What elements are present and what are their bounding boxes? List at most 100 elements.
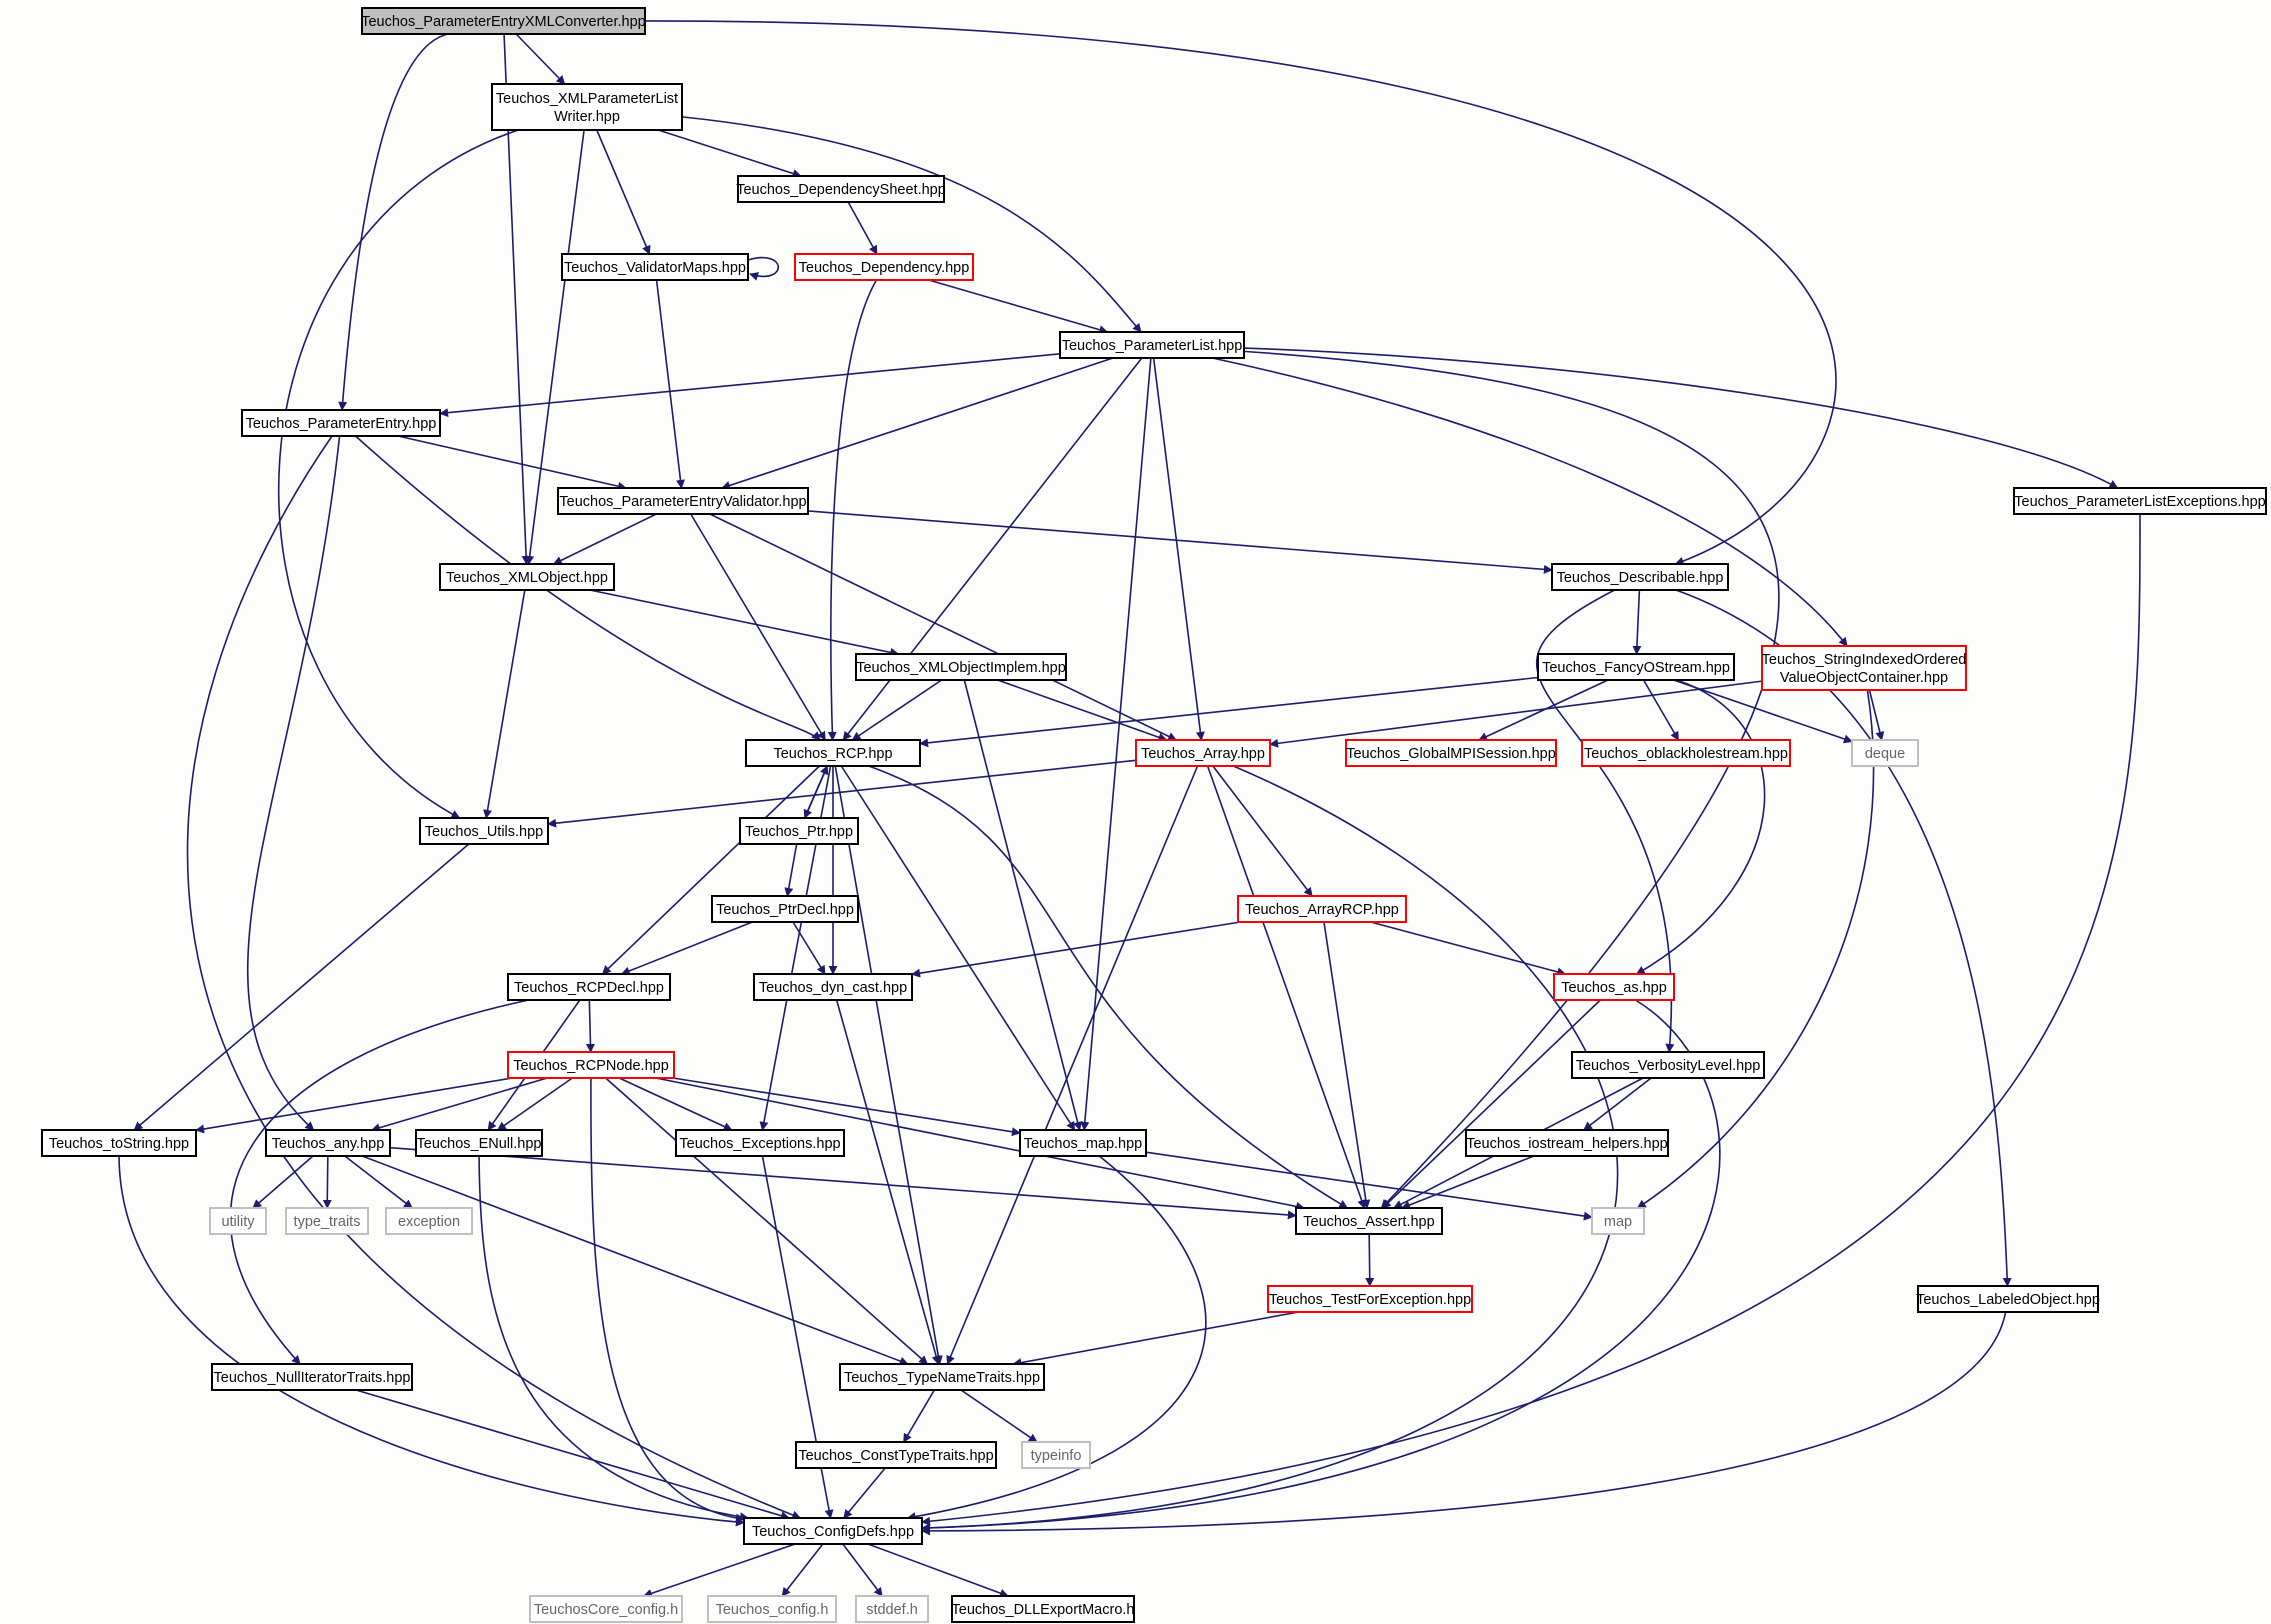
node-box [265, 1129, 391, 1157]
node-label: Teuchos_ValidatorMaps.hpp [564, 260, 746, 276]
node-root[interactable]: Teuchos_ParameterEntryXMLConverter.hpp [361, 7, 646, 35]
node-box [1537, 653, 1735, 681]
edge-xmlplw-to-utils [277, 129, 519, 819]
node-box [951, 1595, 1135, 1623]
node-box [675, 1129, 845, 1157]
node-nullit[interactable]: Teuchos_NullIteratorTraits.hpp [211, 1363, 413, 1391]
node-arrayrcp[interactable]: Teuchos_ArrayRCP.hpp [1237, 895, 1407, 923]
node-consttt[interactable]: Teuchos_ConstTypeTraits.hpp [795, 1441, 997, 1469]
node-label: Teuchos_Ptr.hpp [745, 824, 853, 840]
node-box [1135, 739, 1271, 767]
node-rcpnode[interactable]: Teuchos_RCPNode.hpp [507, 1051, 675, 1079]
edge-rcpdecl-to-nullit [229, 999, 529, 1365]
node-label: Teuchos_RCPDecl.hpp [514, 980, 664, 996]
node-any[interactable]: Teuchos_any.hpp [265, 1129, 391, 1157]
node-rcp[interactable]: Teuchos_RCP.hpp [745, 739, 921, 767]
node-box [1553, 973, 1675, 1001]
node-sivoc[interactable]: Teuchos_StringIndexedOrderedValueObjectC… [1761, 645, 1967, 691]
node-typeinfo: typeinfo [1021, 1441, 1091, 1469]
edge-describable-to-verb [1535, 589, 1675, 1053]
node-label: Teuchos_ParameterList.hpp [1062, 338, 1243, 354]
node-label: typeinfo [1031, 1448, 1082, 1464]
node-oblack[interactable]: Teuchos_oblackholestream.hpp [1581, 739, 1791, 767]
node-ptr[interactable]: Teuchos_Ptr.hpp [739, 817, 859, 845]
edge-rcpnode-to-configdefs [590, 1077, 745, 1523]
edge-plist-to-rcp [842, 357, 1143, 741]
edge-pentry-to-any [246, 435, 341, 1131]
node-box [419, 817, 549, 845]
node-rcpdecl[interactable]: Teuchos_RCPDecl.hpp [507, 973, 671, 1001]
edge-configdefs-to-coreconfig [642, 1543, 796, 1598]
node-array[interactable]: Teuchos_Array.hpp [1135, 739, 1271, 767]
edge-rcp-to-rcpdecl [601, 765, 820, 975]
node-map_hpp[interactable]: Teuchos_map.hpp [1019, 1129, 1147, 1157]
edge-xmlobj-to-xmlimpl [589, 589, 900, 657]
node-label: Teuchos_FancyOStream.hpp [1542, 660, 1730, 676]
edge-arrayrcp-to-assert [1323, 921, 1371, 1209]
node-typename[interactable]: Teuchos_TypeNameTraits.hpp [839, 1363, 1045, 1391]
node-exception: exception [385, 1207, 473, 1235]
edge-fancy-to-oblack [1642, 679, 1680, 741]
node-tostring[interactable]: Teuchos_toString.hpp [41, 1129, 197, 1157]
edge-pev-to-rcp [690, 513, 826, 741]
node-excs[interactable]: Teuchos_Exceptions.hpp [675, 1129, 845, 1157]
node-verb[interactable]: Teuchos_VerbosityLevel.hpp [1571, 1051, 1765, 1079]
node-box [211, 1363, 413, 1391]
node-pentry[interactable]: Teuchos_ParameterEntry.hpp [241, 409, 441, 437]
edge-xmlimpl-to-array [997, 679, 1168, 742]
node-utility: utility [209, 1207, 267, 1235]
node-box [507, 1051, 675, 1079]
edge-tfe-to-typename [1012, 1311, 1299, 1367]
edge-fancy-to-rcp [919, 676, 1539, 748]
node-box [491, 83, 683, 131]
edge-xmlplw-to-valmaps [596, 129, 651, 255]
node-dependency[interactable]: Teuchos_Dependency.hpp [794, 253, 974, 281]
node-pev[interactable]: Teuchos_ParameterEntryValidator.hpp [557, 487, 809, 515]
node-label: Teuchos_Describable.hpp [1557, 570, 1724, 586]
edge-depsheet-to-dependency [847, 201, 878, 255]
node-stddef: stddef.h [855, 1595, 929, 1623]
node-utils[interactable]: Teuchos_Utils.hpp [419, 817, 549, 845]
edge-typename-to-consttt [902, 1389, 936, 1443]
node-labeled[interactable]: Teuchos_LabeledObject.hpp [1916, 1285, 2100, 1313]
edge-typename-to-typeinfo [960, 1389, 1038, 1443]
edge-verb-to-iohelp [1583, 1077, 1652, 1131]
node-box [1591, 1207, 1645, 1235]
edge-as-to-assert [1381, 999, 1601, 1209]
edge-plist-to-pentry [439, 353, 1061, 418]
node-assert[interactable]: Teuchos_Assert.hpp [1295, 1207, 1443, 1235]
node-box [41, 1129, 197, 1157]
node-depsheet[interactable]: Teuchos_DependencySheet.hpp [736, 175, 946, 203]
edge-pentry-to-rcp [354, 435, 821, 741]
node-describable[interactable]: Teuchos_Describable.hpp [1551, 563, 1729, 591]
node-xmlobj[interactable]: Teuchos_XMLObject.hpp [439, 563, 615, 591]
node-plexc[interactable]: Teuchos_ParameterListExceptions.hpp [2013, 487, 2267, 515]
node-gmpi[interactable]: Teuchos_GlobalMPISession.hpp [1345, 739, 1557, 767]
edge-plist-to-array [1152, 357, 1205, 741]
node-tfe[interactable]: Teuchos_TestForException.hpp [1267, 1285, 1473, 1313]
node-label: Teuchos_PtrDecl.hpp [716, 902, 854, 918]
dependency-edges [118, 20, 2141, 1598]
node-typetraits: type_traits [285, 1207, 369, 1235]
node-enull[interactable]: Teuchos_ENull.hpp [415, 1129, 543, 1157]
node-xmlimpl[interactable]: Teuchos_XMLObjectImplem.hpp [855, 653, 1067, 681]
node-dll[interactable]: Teuchos_DLLExportMacro.h [951, 1595, 1135, 1623]
node-fancy[interactable]: Teuchos_FancyOStream.hpp [1537, 653, 1735, 681]
edge-rcp-to-assert [868, 765, 1349, 1209]
node-label: Teuchos_RCPNode.hpp [513, 1058, 669, 1074]
node-plist[interactable]: Teuchos_ParameterList.hpp [1059, 331, 1245, 359]
node-configdefs[interactable]: Teuchos_ConfigDefs.hpp [743, 1517, 923, 1545]
edge-any-to-typename [361, 1155, 909, 1366]
edge-xmlimpl-to-rcp [851, 679, 943, 741]
node-iohelp[interactable]: Teuchos_iostream_helpers.hpp [1465, 1129, 1669, 1157]
node-as[interactable]: Teuchos_as.hpp [1553, 973, 1675, 1001]
node-dyncast[interactable]: Teuchos_dyn_cast.hpp [753, 973, 913, 1001]
node-label: Teuchos_dyn_cast.hpp [759, 980, 907, 996]
edge-enull-to-configdefs [478, 1155, 750, 1522]
node-deque: deque [1851, 739, 1919, 767]
node-label: exception [398, 1214, 460, 1230]
node-ptrdecl[interactable]: Teuchos_PtrDecl.hpp [711, 895, 859, 923]
node-label: Teuchos_ParameterEntry.hpp [246, 416, 437, 432]
node-valmaps[interactable]: Teuchos_ValidatorMaps.hpp [561, 253, 749, 281]
